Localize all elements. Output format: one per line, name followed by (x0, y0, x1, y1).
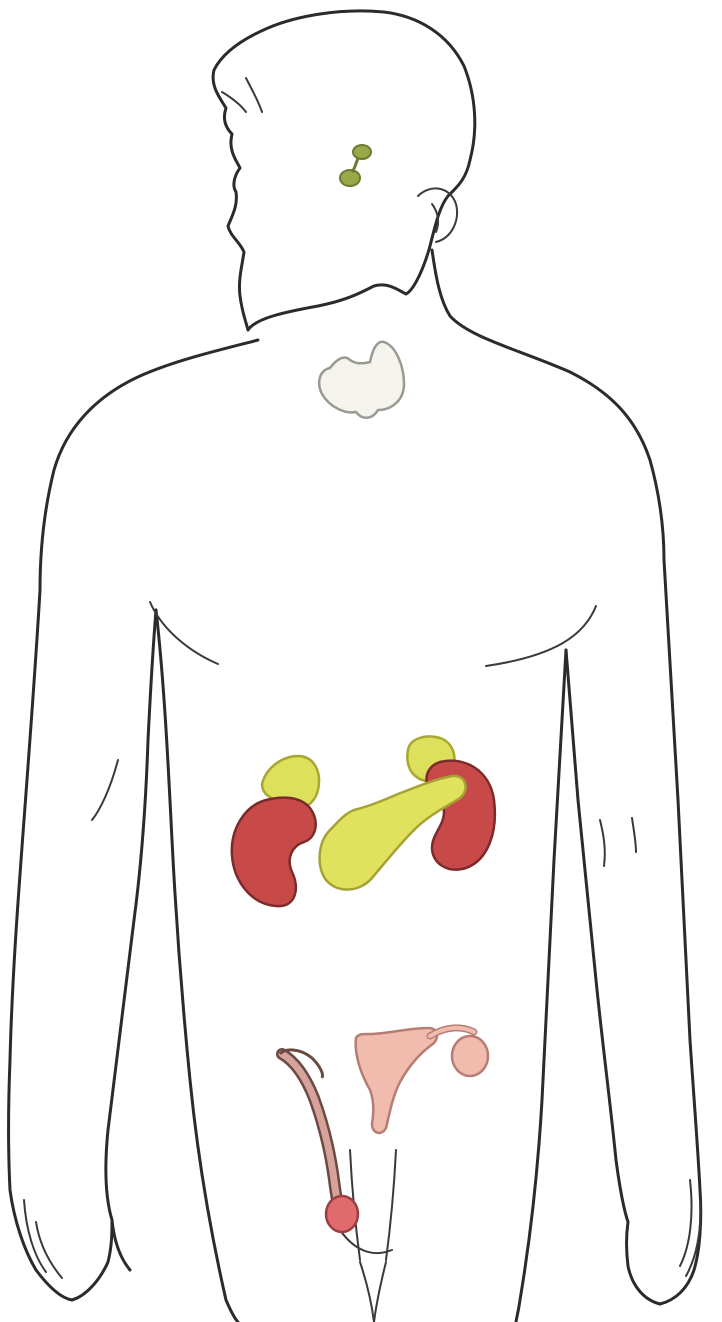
pituitary-stalk (352, 158, 358, 172)
right-elbow-mark (600, 818, 636, 866)
pituitary-lobe-upper (353, 145, 371, 159)
right-neck-shoulder (432, 250, 664, 560)
left-arm-inner (106, 610, 156, 1220)
uterus-ovary (356, 1028, 488, 1133)
testis (326, 1196, 358, 1232)
pituitary-lobe-lower (340, 170, 360, 186)
right-arm-outer (660, 560, 701, 1304)
body-outline (9, 11, 701, 1322)
testis-ductus (280, 1050, 358, 1232)
ovary (452, 1036, 488, 1076)
torso-left-side (156, 610, 238, 1322)
pituitary-gland (340, 145, 371, 186)
uterus (356, 1028, 438, 1133)
kidney-left (232, 798, 316, 907)
chest-right (486, 606, 596, 666)
eye-mark (246, 78, 262, 112)
torso-right-side (516, 650, 566, 1322)
left-hand-fingers (24, 1200, 62, 1278)
left-hand (72, 1220, 130, 1300)
ductus-deferens (282, 1054, 340, 1212)
thyroid-gland (319, 342, 404, 418)
left-arm-outer (9, 590, 73, 1300)
right-arm-inner (566, 650, 628, 1222)
left-neck-shoulder (40, 340, 258, 590)
right-hand (627, 1222, 661, 1304)
left-elbow-mark (92, 760, 118, 820)
groin-lines (340, 1150, 396, 1322)
